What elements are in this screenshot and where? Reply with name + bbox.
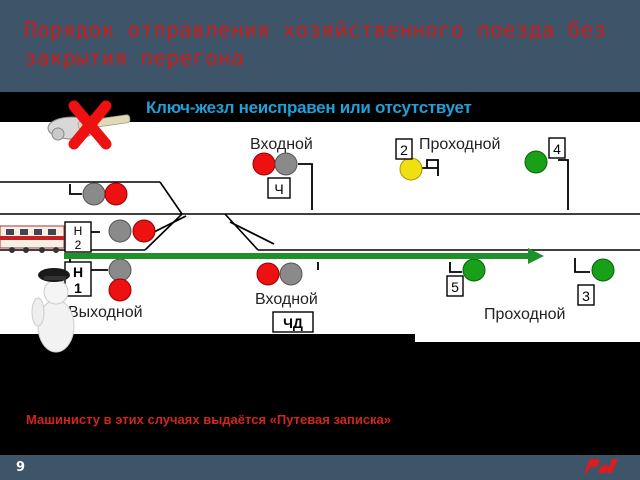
- plate-n2: Н 2: [64, 221, 92, 253]
- label-entrance-bottom: Входной: [255, 291, 318, 308]
- plate-2: 2: [395, 138, 413, 160]
- signal-passing-2: [399, 157, 423, 181]
- page-number: 9: [16, 460, 26, 475]
- cross-icon: [68, 100, 112, 150]
- slide-subtitle: Ключ-жезл неисправен или отсутствует: [146, 98, 472, 117]
- departure-route-arrow: [64, 248, 544, 264]
- svg-text:1: 1: [74, 280, 82, 296]
- svg-text:2: 2: [75, 238, 82, 252]
- note-text: Машинисту в этих случаях выдаётся «Путев…: [26, 412, 392, 427]
- svg-text:Ч: Ч: [274, 181, 283, 197]
- plate-4: 4: [548, 137, 566, 159]
- signal-passing-3: [591, 258, 615, 282]
- plate-n1: Н 1: [64, 261, 92, 297]
- signal-exit-upper: [82, 182, 128, 206]
- signal-masts: [69, 159, 590, 273]
- signal-exit-n1: [108, 258, 132, 302]
- svg-text:2: 2: [400, 142, 408, 158]
- label-entrance-top: Входной: [250, 136, 313, 153]
- svg-text:5: 5: [451, 279, 459, 295]
- title-bar: [0, 0, 640, 92]
- plate-5: 5: [446, 275, 464, 297]
- svg-text:Н: Н: [74, 224, 83, 238]
- signal-exit-n2: [108, 219, 156, 243]
- train-icon: [0, 225, 65, 253]
- signal-passing-5: [462, 258, 486, 282]
- signal-passing-4: [524, 150, 548, 174]
- label-passing-bottom: Проходной: [484, 306, 566, 323]
- duty-officer-icon: [31, 268, 75, 353]
- footer-bar: [0, 455, 640, 480]
- svg-text:ЧД: ЧД: [283, 315, 303, 331]
- plate-chd: ЧД: [272, 311, 314, 333]
- signal-entrance-bottom: [256, 262, 303, 286]
- track-diagram-area-extension: [415, 334, 640, 342]
- plate-ch: Ч: [267, 177, 291, 199]
- svg-text:Н: Н: [73, 264, 83, 280]
- slide-title: Порядок отправления хозяйственного поезд…: [24, 18, 607, 70]
- plate-3: 3: [577, 284, 595, 306]
- svg-text:3: 3: [582, 288, 590, 304]
- label-exit: Выходной: [68, 304, 143, 321]
- label-passing-top: Проходной: [419, 136, 501, 153]
- rzd-logo-icon: [584, 459, 618, 474]
- svg-text:4: 4: [553, 141, 561, 157]
- signal-entrance-top: [252, 152, 298, 176]
